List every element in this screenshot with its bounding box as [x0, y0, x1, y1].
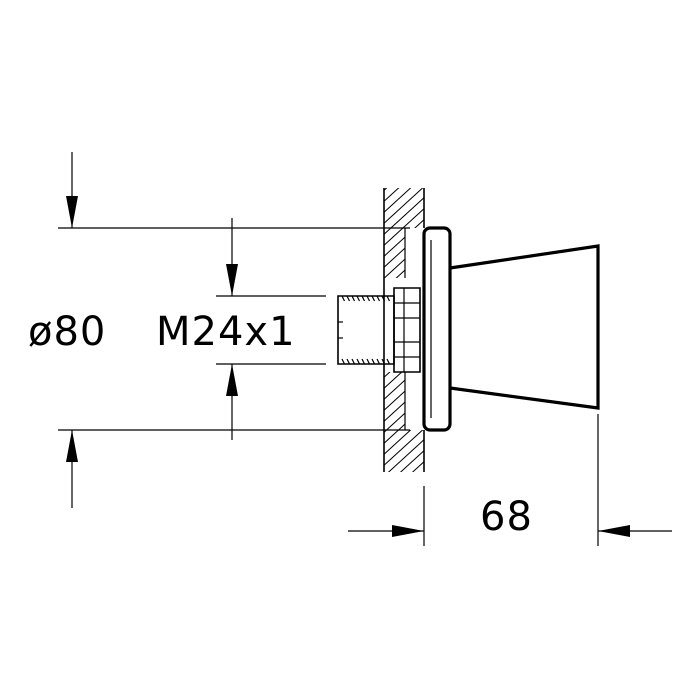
dimension-thread: [216, 218, 326, 440]
hatch-line: [384, 413, 424, 459]
thread-tick: [361, 295, 366, 302]
hatch-line: [384, 380, 424, 426]
hatch-line: [384, 237, 424, 283]
hatch-line: [384, 215, 424, 261]
thread-tick: [386, 295, 391, 302]
thread-tick: [366, 295, 371, 302]
thread-tick: [351, 358, 356, 365]
thread-tick: [381, 295, 386, 302]
dimension-diameter: [58, 152, 410, 508]
thread-tick: [371, 295, 376, 302]
control-knob: [449, 244, 600, 410]
thread-tick: [366, 358, 371, 365]
thread-tick: [356, 295, 361, 302]
hatch-line: [384, 424, 424, 470]
thread-tick: [341, 295, 346, 302]
thread-tick: [346, 295, 351, 302]
thread-tick: [381, 358, 386, 365]
hatch-line: [384, 446, 424, 472]
thread-tick: [341, 358, 346, 365]
hatch-line: [384, 468, 424, 472]
depth-label: 68: [480, 494, 533, 540]
hatch-line: [384, 188, 424, 228]
hatch-line: [384, 226, 424, 272]
thread-tick: [376, 295, 381, 302]
hatch-line: [380, 480, 428, 524]
dimension-depth: [348, 414, 672, 546]
hatch-line: [384, 193, 424, 239]
hatch-line: [384, 188, 424, 217]
hatch-line: [380, 502, 428, 546]
thread-tick: [371, 358, 376, 365]
diameter-label: ø80: [28, 309, 106, 355]
hatch-line: [384, 457, 424, 472]
hatch-line: [384, 188, 424, 206]
hatch-line: [384, 435, 424, 472]
thread-tick: [356, 358, 361, 365]
thread-tick: [376, 358, 381, 365]
thread-tick: [351, 295, 356, 302]
thread-tick: [346, 358, 351, 365]
hatch-line: [384, 402, 424, 448]
thread-tick: [361, 358, 366, 365]
thread-tick: [386, 358, 391, 365]
thread-label: M24x1: [156, 309, 296, 355]
wall-outline: [383, 188, 425, 472]
hatch-line: [384, 369, 424, 415]
cover-plate: [422, 226, 452, 432]
hatch-line: [384, 188, 424, 195]
hatch-line: [384, 248, 424, 294]
hatch-line: [380, 513, 428, 557]
hatch-line: [384, 204, 424, 250]
hex-nut: [393, 287, 421, 373]
threaded-stem: [337, 295, 395, 365]
